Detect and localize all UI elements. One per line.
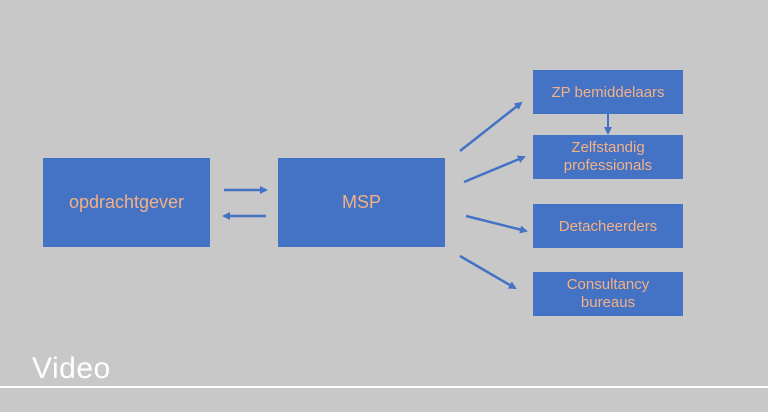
node-zelfstandig-professionals: Zelfstandig professionals (533, 135, 683, 179)
node-consultancy-bureaus: Consultancy bureaus (533, 272, 683, 316)
node-opdrachtgever-label: opdrachtgever (68, 192, 185, 212)
arrow-msp-to-zp-bemiddelaars (459, 101, 523, 152)
arrow-msp-to-detacheerders (465, 214, 528, 234)
node-msp: MSP (278, 158, 445, 247)
node-msp-label: MSP (341, 192, 381, 212)
node-opdrachtgever: opdrachtgever (43, 158, 210, 247)
node-zp-bemiddelaars-label: ZP bemiddelaars (551, 83, 665, 101)
node-detacheerders: Detacheerders (533, 204, 683, 248)
footer-divider (0, 386, 768, 388)
node-zp-bemiddelaars: ZP bemiddelaars (533, 70, 683, 114)
footer-title: Video (32, 352, 111, 385)
arrow-msp-to-zelfstandig-professionals (463, 155, 526, 184)
node-zelfstandig-professionals-label: Zelfstandig professionals (563, 139, 653, 174)
node-consultancy-bureaus-label: Consultancy bureaus (566, 276, 650, 311)
arrow-msp-to-consultancy-bureaus (459, 254, 517, 290)
node-detacheerders-label: Detacheerders (558, 217, 658, 235)
